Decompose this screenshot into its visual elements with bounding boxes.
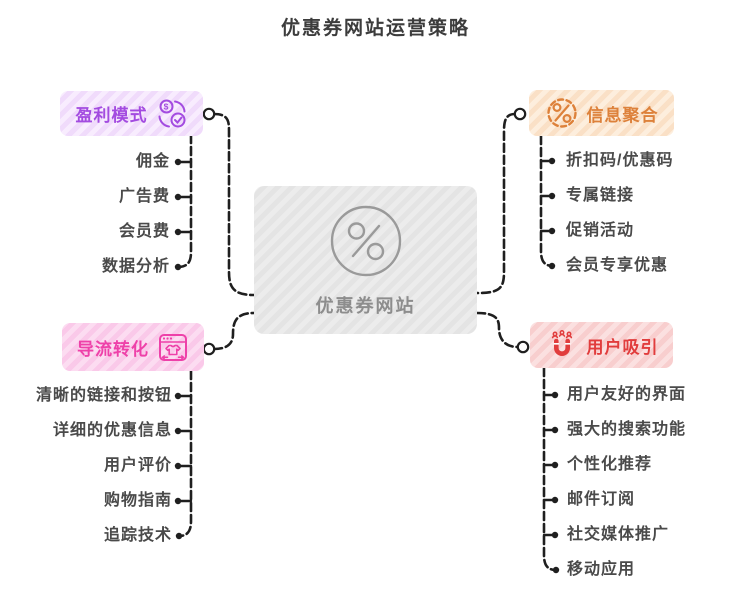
mindmap-leaf: 促销活动 — [566, 222, 635, 239]
mindmap-leaf: 清晰的链接和按钮 — [35, 387, 172, 404]
wire-root-traffic — [212, 311, 256, 351]
mindmap-leaf: 邮件订阅 — [567, 491, 636, 508]
leaf-dot — [552, 566, 560, 574]
storefront-window-icon — [157, 331, 189, 363]
mindmap-leaf: 购物指南 — [103, 492, 172, 509]
leaf-dot — [174, 427, 182, 435]
leaf-dot — [174, 497, 182, 505]
mindmap-leaf: 专属链接 — [566, 187, 635, 204]
wire-attract-spine — [542, 366, 556, 572]
mindmap-leaf: 折扣码/优惠码 — [566, 152, 674, 169]
mindmap-leaf: 会员费 — [118, 223, 170, 240]
diagram-title: 优惠券网站运营策略 — [280, 18, 470, 39]
branch-node-attract[interactable]: 用户吸引 — [530, 322, 673, 368]
mindmap-leaf: 会员专享优惠 — [566, 257, 669, 274]
collapse-handle-traffic[interactable] — [202, 342, 216, 356]
mindmap-leaf: 强大的搜索功能 — [567, 421, 687, 438]
leaf-dot — [551, 531, 559, 539]
percent-badge-icon — [328, 203, 404, 284]
mindmap-leaf: 用户评价 — [103, 457, 172, 474]
branch-node-traffic[interactable]: 导流转化 — [62, 323, 204, 371]
leaf-dot — [174, 228, 182, 236]
leaf-dot — [551, 426, 559, 434]
wire-root-info — [475, 112, 517, 295]
root-node[interactable]: 优惠券网站 — [254, 186, 477, 334]
leaf-dot — [551, 496, 559, 504]
wire-profit-spine — [178, 133, 193, 269]
leaf-dot — [174, 263, 182, 271]
leaf-dot — [174, 193, 182, 201]
mindmap-leaf: 佣金 — [135, 153, 170, 170]
leaf-dot — [174, 158, 182, 166]
mindmap-leaf: 移动应用 — [567, 561, 636, 578]
wire-traffic-spine — [179, 369, 193, 538]
branch-node-profit[interactable]: 盈利模式 $ — [60, 91, 203, 136]
mindmap-leaf: 数据分析 — [101, 258, 170, 275]
svg-text:$: $ — [163, 101, 169, 111]
branch-label: 信息聚合 — [586, 105, 659, 125]
leaf-dot — [174, 392, 182, 400]
leaf-dot — [548, 157, 556, 165]
branch-label: 用户吸引 — [586, 337, 659, 357]
branch-node-info[interactable]: 信息聚合 — [529, 90, 674, 136]
collapse-handle-profit[interactable] — [202, 107, 216, 121]
wire-info-spine — [539, 134, 553, 268]
leaf-dot — [551, 461, 559, 469]
leaf-dot — [174, 462, 182, 470]
mindmap-leaf: 个性化推荐 — [567, 456, 653, 473]
money-cycle-icon: $ — [156, 98, 188, 130]
wire-root-attract — [475, 311, 520, 349]
collapse-handle-info[interactable] — [513, 107, 527, 121]
magnet-users-icon — [545, 329, 579, 361]
leaf-dot — [548, 262, 556, 270]
collapse-handle-attract[interactable] — [516, 340, 530, 354]
branch-label: 导流转化 — [77, 339, 149, 359]
mindmap-leaf: 社交媒体推广 — [567, 526, 670, 543]
branch-label: 盈利模式 — [75, 106, 148, 125]
mindmap-leaf: 追踪技术 — [103, 527, 172, 544]
leaf-dot — [548, 227, 556, 235]
leaf-dot — [175, 532, 183, 540]
root-label: 优惠券网站 — [315, 295, 416, 316]
mindmap-leaf: 详细的优惠信息 — [52, 422, 172, 439]
mindmap-leaf: 用户友好的界面 — [567, 386, 687, 403]
mindmap-leaf: 广告费 — [118, 188, 170, 205]
leaf-dot — [548, 192, 556, 200]
leaf-dot — [551, 391, 559, 399]
wire-root-profit — [212, 112, 256, 297]
percent-circle-icon — [545, 96, 579, 130]
